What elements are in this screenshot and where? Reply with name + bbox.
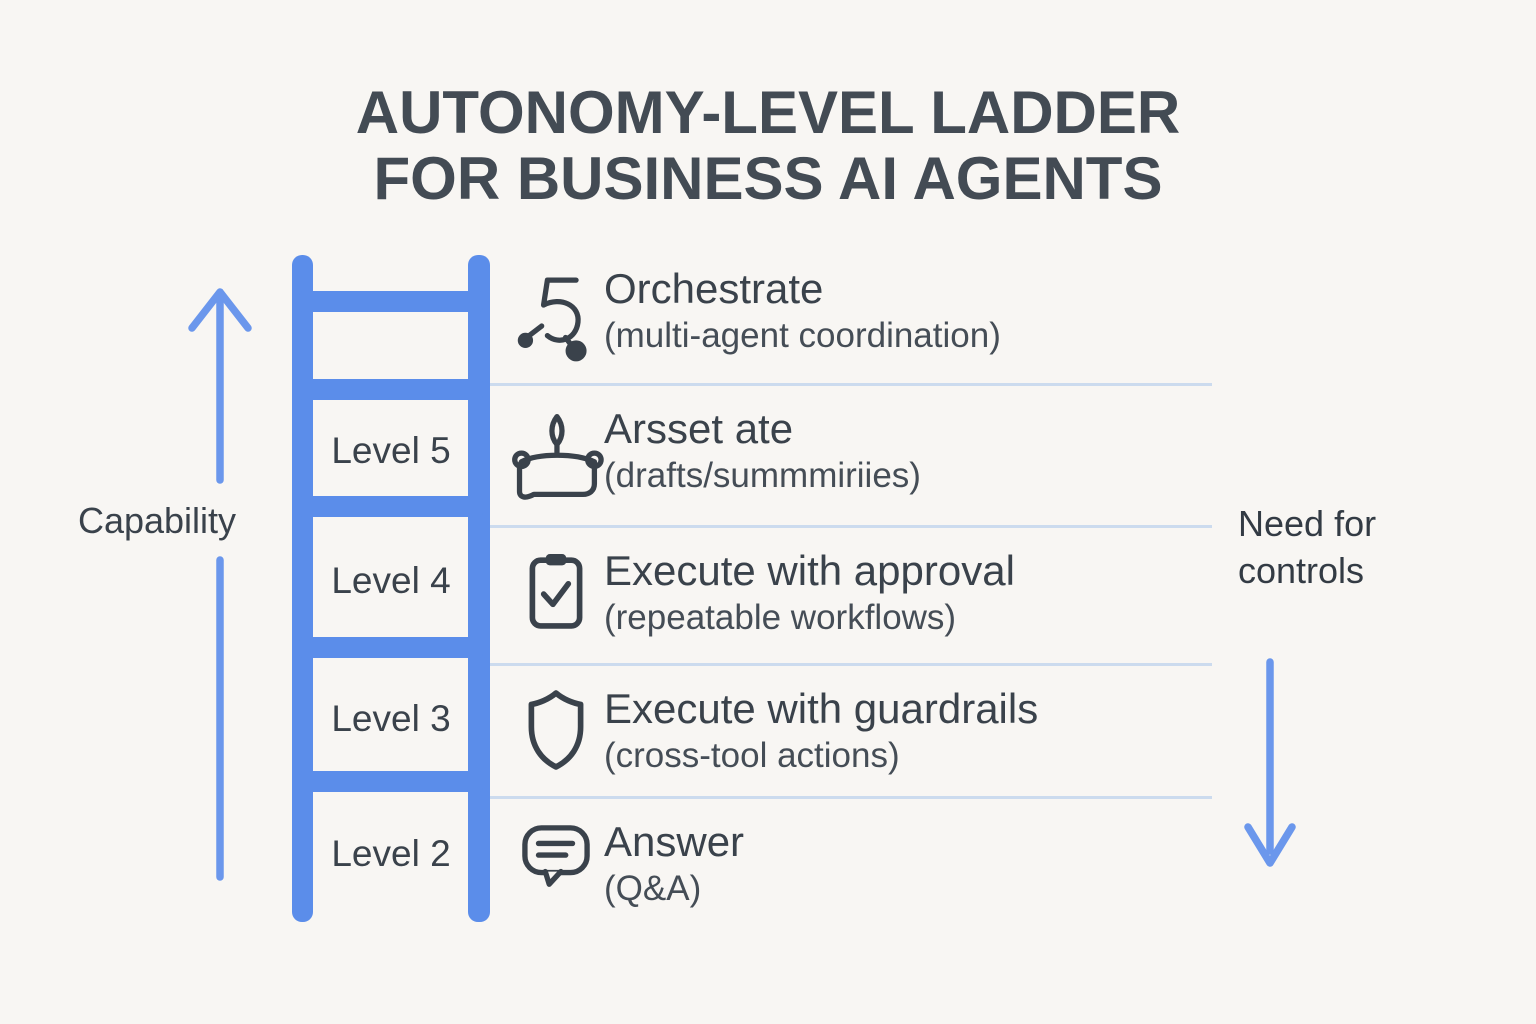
- row-assist-create: Arsset ate (drafts/summmiriies): [490, 386, 1212, 528]
- row-orchestrate: Orchestrate (multi-agent coordination): [490, 258, 1212, 386]
- ladder-rung: [299, 771, 483, 792]
- ladder-level-4-label: Level 4: [331, 560, 451, 601]
- ladder-rung: [299, 496, 483, 517]
- row-answer: Answer (Q&A): [490, 799, 1212, 930]
- ladder-rung: [299, 379, 483, 400]
- autonomy-rows: Orchestrate (multi-agent coordination) A…: [490, 258, 1212, 930]
- speech-bubble-icon: [508, 819, 604, 893]
- ladder-level-5-label: Level 5: [331, 430, 451, 471]
- page-title: AUTONOMY-LEVEL LADDER FOR BUSINESS AI AG…: [0, 80, 1536, 212]
- capability-axis-label: Capability: [77, 500, 237, 541]
- row-subtitle: (drafts/summmiriies): [604, 456, 921, 496]
- row-subtitle: (multi-agent coordination): [604, 316, 1001, 356]
- row-subtitle: (Q&A): [604, 869, 702, 909]
- need-for-controls-axis-label: Need for controls: [1238, 503, 1377, 592]
- ladder-rail-left: [292, 255, 313, 922]
- row-execute-with-guardrails: Execute with guardrails (cross-tool acti…: [490, 666, 1212, 799]
- row-title: Execute with guardrails: [604, 685, 1039, 732]
- ladder-rail-right: [468, 255, 490, 922]
- controls-down-arrow-icon: [1244, 658, 1296, 867]
- row-execute-with-approval: Execute with approval (repeatable workfl…: [490, 528, 1212, 666]
- row-subtitle: (repeatable workflows): [604, 598, 957, 638]
- quill-banner-icon: [508, 406, 604, 500]
- page-title-line-1: AUTONOMY-LEVEL LADDER: [355, 79, 1181, 146]
- row-title: Answer: [604, 818, 745, 865]
- row-title: Execute with approval: [604, 547, 1015, 594]
- network-nodes-icon: [508, 266, 604, 362]
- ladder-rung: [299, 637, 483, 658]
- row-subtitle: (cross-tool actions): [604, 736, 900, 776]
- capability-up-arrow-icon: [188, 288, 252, 881]
- page-title-line-2: FOR BUSINESS AI AGENTS: [373, 145, 1163, 212]
- clipboard-check-icon: [508, 548, 604, 630]
- shield-icon: [508, 686, 604, 770]
- ladder-rung: [299, 291, 483, 312]
- row-title: Orchestrate: [604, 265, 824, 312]
- ladder-level-2-label: Level 2: [331, 833, 451, 874]
- row-title: Arsset ate: [604, 405, 794, 452]
- ladder-level-3-label: Level 3: [331, 698, 451, 739]
